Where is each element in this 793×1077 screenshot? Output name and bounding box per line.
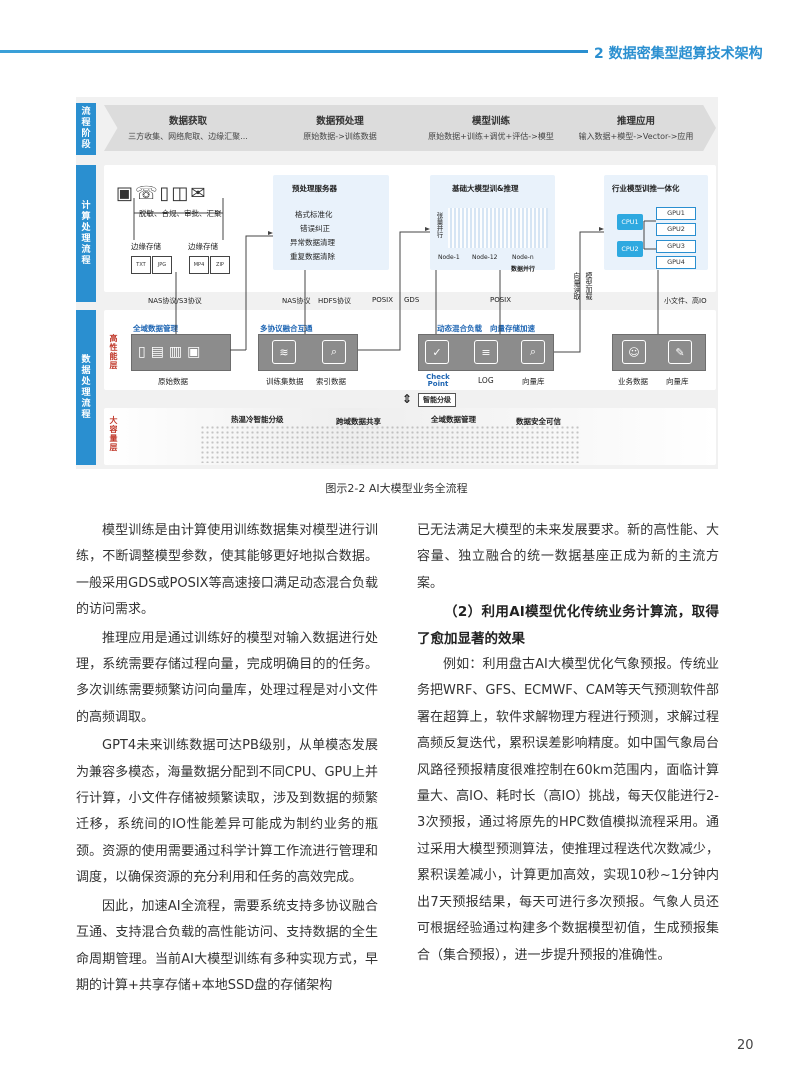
cpu-1: CPU1 — [617, 214, 643, 230]
figure-caption: 图示2-2 AI大模型业务全流程 — [325, 482, 468, 495]
right-column: 已无法满足大模型的未来发展要求。新的高性能、大容量、独立融合的统一数据基座正成为… — [417, 518, 719, 969]
paragraph: 因此，加速AI全流程，需要系统支持多协议融合互通、支持混合负载的高性能访问、支持… — [76, 898, 378, 993]
file-zip: ZIP — [210, 256, 230, 274]
tiering-label: 智能分级 — [418, 393, 456, 407]
device-icons: ▣☏▯◫✉ — [116, 183, 208, 204]
protocol-label: NAS协议/S3协议 — [148, 297, 202, 305]
head-icon: ☺ — [622, 340, 646, 364]
log-icon: ≡ — [474, 340, 498, 364]
vector-icon: ⌕ — [521, 340, 545, 364]
layers-icon: ≋ — [272, 340, 296, 364]
group-label: 全域数据管理 — [133, 324, 178, 333]
check-icon: ✓ — [425, 340, 449, 364]
stage-inference: 推理应用输入数据+模型->Vector->应用 — [556, 105, 716, 151]
tensor-parallel: 张量并行 — [435, 212, 443, 238]
preprocess-item: 异常数据清理 — [290, 238, 335, 247]
raw-data-box — [131, 334, 231, 371]
cold-item: 全域数据管理 — [431, 415, 476, 424]
hot-item: 向量库 — [666, 377, 689, 386]
preprocess-item: 重复数据清除 — [290, 252, 335, 261]
hot-item: 业务数据 — [618, 377, 648, 386]
training-title: 基础大模型训&推理 — [452, 184, 519, 193]
vector-read-note: 向量读取 — [573, 272, 581, 300]
preprocess-title: 预处理服务器 — [292, 184, 337, 193]
stage-preprocess: 数据预处理原始数据->训练数据 — [256, 105, 424, 151]
paragraph: 例如：利用盘古AI大模型优化气象预报。传统业务把WRF、GFS、ECMWF、CA… — [417, 657, 719, 963]
gpu-grid — [448, 208, 548, 248]
side-label-compute-flow: 计算处理流程 — [76, 165, 96, 302]
world-map-dots — [200, 425, 580, 463]
file-jpg: JPG — [152, 256, 172, 274]
hot-item: 原始数据 — [158, 377, 188, 386]
doc-search-icon: ⌕ — [322, 340, 346, 364]
hot-item: 训练集数据 — [266, 377, 304, 386]
node-label: Node-12 — [472, 254, 498, 261]
inference-title: 行业模型训推一体化 — [612, 184, 680, 193]
side-label-flow-stage: 流程阶段 — [76, 103, 96, 155]
protocol-label: GDS — [404, 296, 420, 304]
stage-acquire: 数据获取三方收集、网络爬取、边缘汇聚... — [104, 105, 272, 151]
page-number: 20 — [737, 1038, 754, 1053]
protocol-label: HDFS协议 — [318, 297, 352, 305]
section-heading: （2）利用AI模型优化传统业务计算流，取得了愈加显著的效果 — [417, 604, 719, 647]
pen-icon: ✎ — [668, 340, 692, 364]
protocol-label: NAS协议 — [282, 297, 311, 305]
stage-training: 模型训练原始数据+训练+调优+评估->模型 — [406, 105, 576, 151]
left-column: 模型训练是由计算使用训练数据集对模型进行训练，不断调整模型参数，使其能够更好地拟… — [76, 518, 378, 999]
file-mp4: MP4 — [189, 256, 209, 274]
raw-data-icons: ▯▤▥▣ — [138, 344, 206, 360]
cold-item: 数据安全可信 — [516, 417, 561, 426]
preprocess-item: 错误纠正 — [300, 224, 330, 233]
hot-item: 向量库 — [522, 377, 545, 386]
preprocess-item: 格式标准化 — [295, 210, 333, 219]
cpu-2: CPU2 — [617, 241, 643, 257]
group-label: 多协议融合互通 — [260, 324, 313, 333]
running-header: 2 数据密集型超算技术架构 — [594, 46, 763, 62]
gpu-2: GPU2 — [656, 223, 696, 236]
cold-tier-label: 大容量层 — [109, 416, 118, 452]
cold-item: 跨域数据共享 — [336, 417, 381, 426]
paragraph: GPT4未来训练数据可达PB级别，从单模态发展为兼容多模态，海量数据分配到不同C… — [76, 738, 378, 886]
tiering-arrow-icon: ⇕ — [402, 392, 413, 406]
paragraph-continued: 已无法满足大模型的未来发展要求。新的高性能、大容量、独立融合的统一数据基座正成为… — [417, 523, 719, 591]
preprocess-server — [273, 175, 389, 270]
node-label: Node-n — [512, 254, 534, 261]
model-load-note: 模型加载 — [585, 272, 593, 300]
node-label: Node-1 — [438, 254, 460, 261]
hot-item: 索引数据 — [316, 377, 346, 386]
gpu-4: GPU4 — [656, 256, 696, 269]
file-txt: TXT — [131, 256, 151, 274]
gpu-1: GPU1 — [656, 207, 696, 220]
hot-tier-label: 高性能层 — [109, 334, 118, 370]
side-label-data-flow: 数据处理流程 — [76, 310, 96, 465]
edge-storage-1: 边缘存储 — [131, 242, 161, 251]
header-rule — [0, 50, 588, 53]
hot-item: LOG — [478, 376, 494, 385]
paragraph: 推理应用是通过训练好的模型对输入数据进行处理，系统需要存储过程向量，完成明确目的… — [76, 630, 378, 725]
protocol-label: POSIX — [372, 296, 394, 304]
group-label: 动态混合负载 — [437, 324, 482, 333]
group-label: 向量存储加速 — [490, 324, 535, 333]
data-parallel: 数据并行 — [511, 266, 536, 273]
gpu-3: GPU3 — [656, 240, 696, 253]
cold-item: 热温冷智能分级 — [231, 415, 284, 424]
protocol-label: 小文件、高IO — [664, 297, 707, 305]
protocol-label: POSIX — [490, 296, 512, 304]
edge-storage-2: 边缘存储 — [188, 242, 218, 251]
paragraph: 模型训练是由计算使用训练数据集对模型进行训练，不断调整模型参数，使其能够更好地拟… — [76, 523, 378, 618]
checkpoint-label: Check Point — [426, 373, 450, 388]
